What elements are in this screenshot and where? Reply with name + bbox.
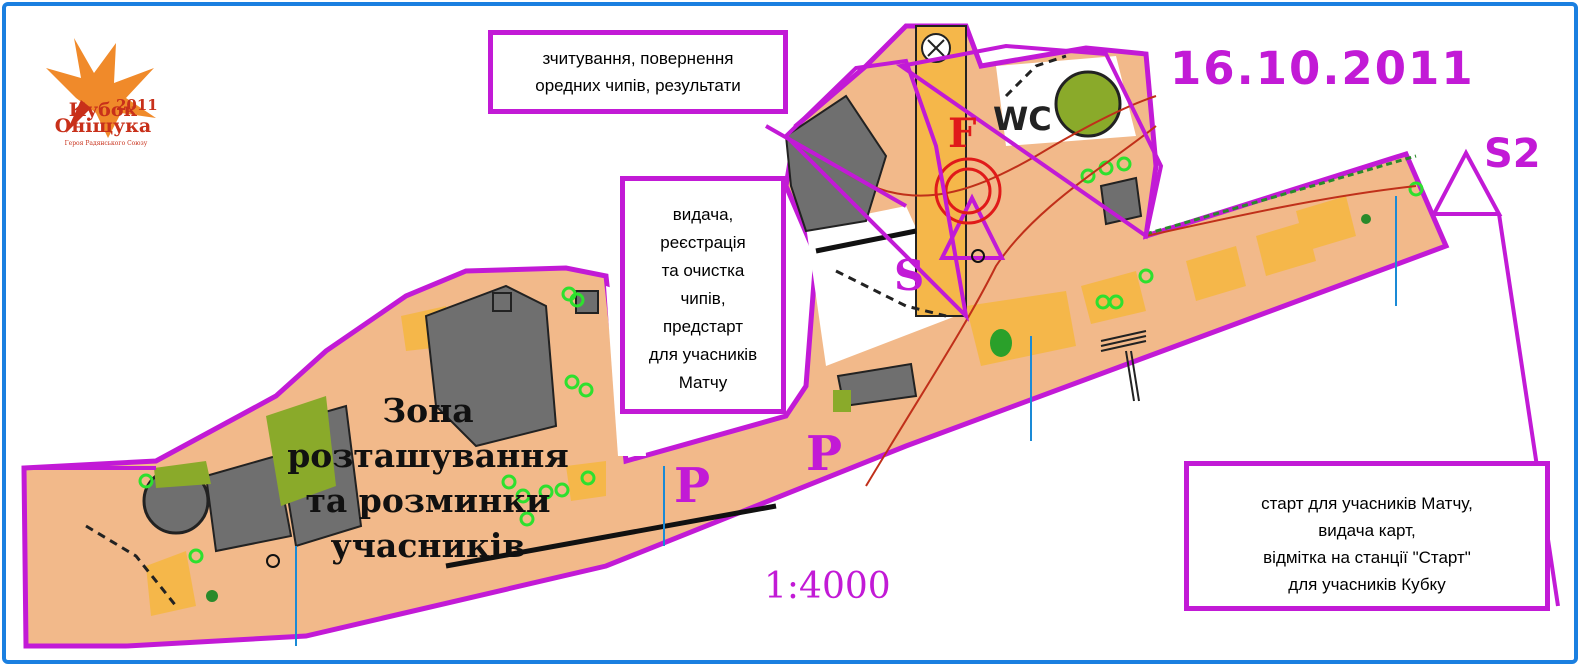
building [204,454,293,553]
open-land [1186,246,1246,301]
course-boundary [895,43,1164,240]
logo-title-line: Кубок [68,99,138,121]
zone-label-line: розташування [287,436,569,475]
fence-line [815,228,917,254]
registration-info-line: для учасників [648,345,758,364]
registration-info-line: та очистка [661,261,745,280]
registration-info-line: реєстрація [660,233,746,252]
finish-label: F [948,110,977,157]
round-vegetation [1054,70,1122,138]
logo-title-line: Оніщука [54,115,152,137]
start-triangle-icon [1430,148,1503,216]
zone-label-line: учасників [330,526,526,565]
cross-mark [927,39,945,57]
zone-label-line: та розминки [305,481,551,520]
vegetation [833,390,851,412]
logo-leaf-icon [46,38,156,138]
footpath [1004,54,1067,98]
logo-subtitle: Героя Радянського Союзу [64,140,148,147]
tree-symbols [138,156,1424,564]
toilet-label: WC [993,100,1052,138]
registration-info-line: чипів, [680,289,726,308]
event-date: 16.10.2011 [1170,42,1475,95]
start-label: S [894,251,925,300]
parking-icon: P [674,458,711,514]
registration-info-line: видача, [672,205,734,224]
contour-line [835,95,1157,197]
tree-symbol [1361,214,1371,224]
start-info-line: видача карт, [1318,521,1416,540]
open-land [1256,221,1316,276]
start-info-box: старт для учасників Матчу, видача карт, … [1184,461,1550,611]
building [492,292,512,312]
zone-label-line: Зона [382,391,474,430]
map-scale: 1:4000 [764,566,891,607]
course-boundary [783,58,970,322]
footpath [835,269,947,318]
open-land [146,551,196,616]
warmup-zone-label: Зона розташування та розминки учасників [268,388,588,568]
finish-info-box: зчитування, повернення оредних чипів, ре… [488,30,788,114]
registration-info-box: видача, реєстрація та очистка чипів, пре… [620,176,786,414]
footpath [85,524,178,607]
logo-title: Кубок Оніщука [38,99,168,137]
open-land [566,461,606,501]
parking-icon: P [806,426,843,482]
tree-symbol [206,590,218,602]
registration-info-line: Матчу [678,373,728,392]
start-info-line: старт для учасників Матчу, [1261,494,1473,513]
building [424,284,558,448]
hedge-line [1145,154,1417,236]
vegetation [266,396,336,506]
control-circle [971,249,985,263]
contour-line [1145,185,1417,237]
finish-circle-icon [944,167,992,215]
finish-circle-icon [934,157,1002,225]
water-line-icon [295,196,1397,646]
control-circle [266,554,280,568]
open-land [1296,196,1356,251]
finish-info-line: зчитування, повернення [542,49,734,68]
vegetation [990,329,1012,357]
start-info-line: для учасників Кубку [1288,575,1446,594]
stairs [1100,330,1147,402]
start2-label: S2 [1484,131,1541,177]
contour-line [865,125,1157,487]
registration-info-line: предстарт [662,317,744,336]
finish-info-line: оредних чипів, результати [535,76,741,95]
start-info-line: відмітка на станції "Старт" [1263,548,1471,567]
vegetation [154,461,211,488]
logo-year: 2011 [116,96,158,114]
fence-line [445,503,777,569]
building [784,94,888,233]
